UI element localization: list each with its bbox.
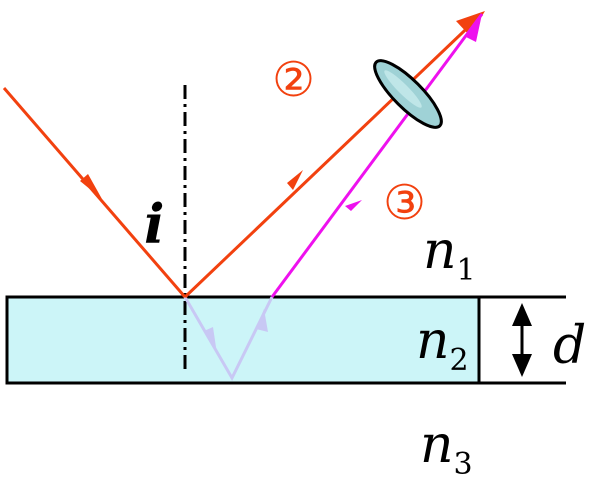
refracted-ray-3 xyxy=(270,13,484,298)
refracted-ray-3-arrowhead-end xyxy=(464,14,482,42)
internal-ray-arrow-down xyxy=(204,327,217,354)
incident-ray-arrowhead xyxy=(80,174,102,199)
n2-symbol: n xyxy=(416,311,450,371)
ray-label-3: ③ xyxy=(383,175,426,231)
n1-subscript: 1 xyxy=(457,253,476,288)
thin-film-slab xyxy=(5,295,481,385)
n2-subscript: 2 xyxy=(450,343,469,378)
refracted-ray-3-arrowhead-mid xyxy=(345,200,362,211)
n1-symbol: n xyxy=(423,221,457,281)
incidence-angle-label: i xyxy=(144,192,165,256)
n3-subscript: 3 xyxy=(454,447,473,482)
thickness-label: d xyxy=(553,316,586,376)
ray-label-2: ② xyxy=(272,52,315,108)
reflected-ray-2 xyxy=(183,12,484,299)
medium-label-n1: n1 xyxy=(423,221,476,288)
reflected-ray-2-arrowhead-mid xyxy=(287,170,303,190)
thickness-dimension-arrow xyxy=(512,303,532,377)
medium-label-n2: n2 xyxy=(416,311,469,378)
lens-highlight xyxy=(384,70,422,108)
medium-label-n3: n3 xyxy=(420,415,473,482)
n3-symbol: n xyxy=(420,415,454,475)
internal-ray-arrow-up xyxy=(256,309,268,332)
